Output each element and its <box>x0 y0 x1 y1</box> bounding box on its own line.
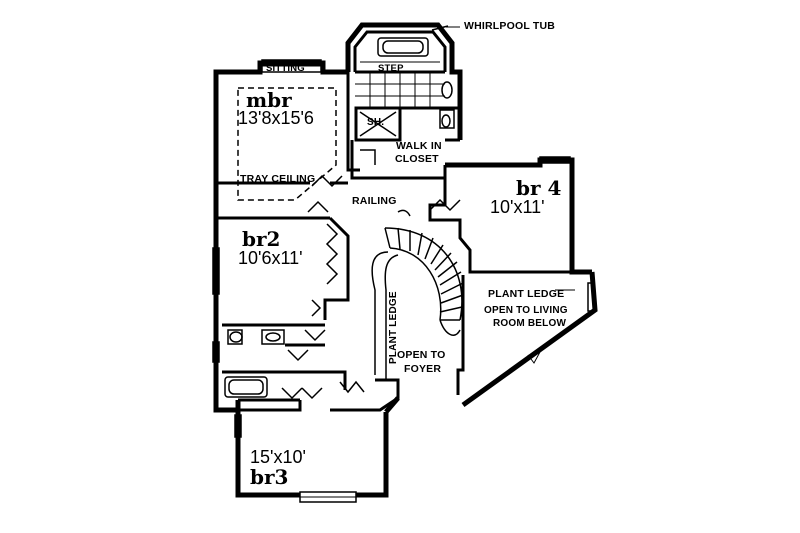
br4-dimensions: 10'x11' <box>490 197 545 217</box>
tile-grid <box>355 61 445 108</box>
br2-dimensions: 10'6x11' <box>238 248 303 268</box>
leader-lines <box>446 26 575 364</box>
railing-label: RAILING <box>352 195 397 207</box>
step-label: STEP <box>378 63 404 74</box>
walk-in-closet-label-line2: CLOSET <box>395 153 439 165</box>
walk-in-closet-label-line1: WALK IN <box>396 140 442 152</box>
br4-title: br 4 <box>516 176 562 200</box>
spiral-staircase <box>371 209 464 380</box>
br2-title: br2 <box>242 227 281 251</box>
open-to-foyer-label-line2: FOYER <box>404 363 442 375</box>
exterior-walls <box>213 22 598 498</box>
br3-dimensions: 15'x10' <box>250 447 306 467</box>
open-to-living-label-line2: ROOM BELOW <box>493 318 567 329</box>
sitting-label: SITTING <box>266 63 305 74</box>
whirlpool-tub-label: WHIRLPOOL TUB <box>464 20 556 32</box>
shower-label: SH. <box>367 117 385 128</box>
open-to-foyer-label-line1: OPEN TO <box>397 349 446 361</box>
open-to-living-label-line1: OPEN TO LIVING <box>484 305 568 316</box>
mbr-title: mbr <box>246 88 292 112</box>
doors <box>281 149 461 400</box>
bath-fixtures <box>224 81 455 398</box>
interior-walls <box>216 30 572 412</box>
whirlpool-tub-fixture <box>377 25 449 57</box>
br3-title: br3 <box>250 465 289 489</box>
plant-ledge-label: PLANT LEDGE <box>488 288 565 300</box>
mbr-dimensions: 13'8x15'6 <box>238 108 314 128</box>
tray-ceiling-label: TRAY CEILING <box>240 173 316 185</box>
